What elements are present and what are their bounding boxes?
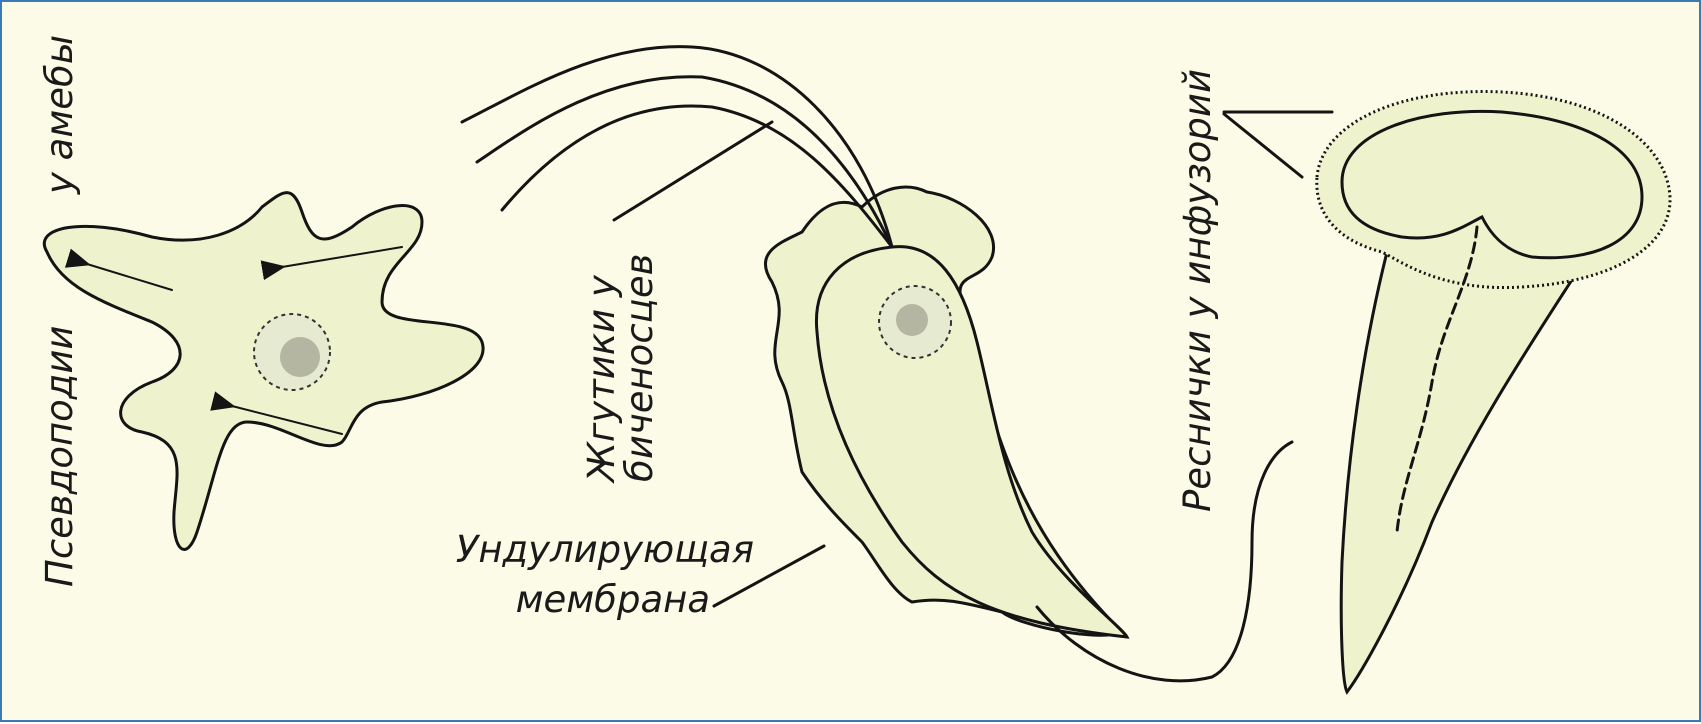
cilia-callout [1224,112,1332,177]
membrane-label: Ундулирующая [456,528,754,571]
membrane-label: мембрана [516,578,710,621]
pseudopodia-label: у амебы [38,35,81,195]
trailing-flagellum [1037,442,1292,681]
flagella-label: биченосцев [618,254,661,482]
flagellate-body [816,247,1127,637]
flagella-callout [614,122,772,220]
pseudopodia-label: Псевдоподии [38,326,81,587]
cilia-label: Реснички у инфузорий [1176,69,1219,512]
flagella-label: Жгутики у [580,274,623,484]
ciliate [1224,92,1670,692]
amoeba [44,193,483,550]
ciliate-body [1341,252,1577,692]
